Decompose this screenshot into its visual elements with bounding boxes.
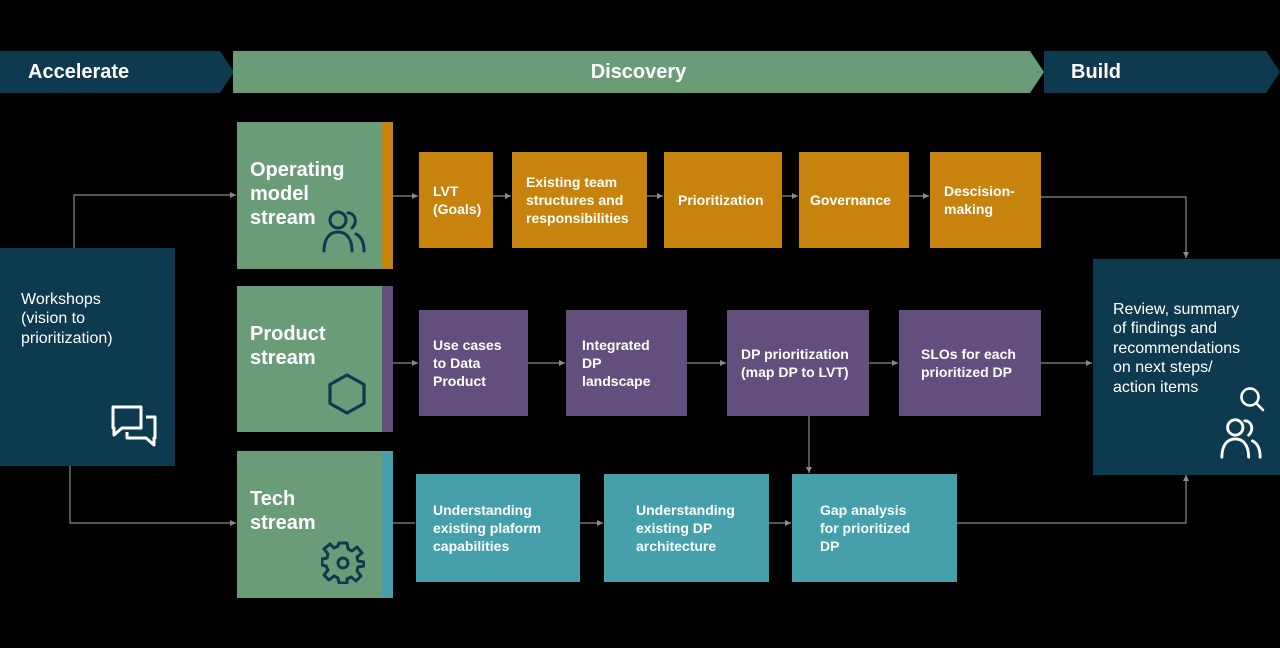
operating-stream-label: Operating model stream [250,159,345,229]
step-label: LVT (Goals) [433,183,482,217]
step-use-cases-to-data-product: Use cases to Data Product [419,310,528,416]
product-stream: Product stream [237,286,393,432]
phase-discovery-label: Discovery [590,60,687,83]
step-label: Existing team structures and responsibil… [526,174,629,226]
workshops-box: Workshops (vision to prioritization) [0,248,175,466]
step-label: Use cases to Data Product [433,337,502,389]
tech-stream-strip [382,451,393,598]
tech-stream: Tech stream [237,451,393,598]
review-box: Review, summary of findings and recommen… [1093,259,1280,475]
search-icon [1240,387,1265,412]
tech-stream-label: Tech stream [250,488,316,534]
step-dp-prioritization: DP prioritization (map DP to LVT) [727,310,869,416]
step-label: Integrated DP landscape [582,337,651,389]
step-label: Gap analysis for prioritized DP [820,502,911,554]
phase-accelerate: Accelerate [0,51,234,93]
step-label: DP prioritization (map DP to LVT) [741,346,849,380]
step-understanding-dp-architecture: Understanding existing DP architecture [604,474,769,582]
step-label: Understanding existing DP architecture [636,502,735,554]
step-lvt-goals: LVT (Goals) [419,152,493,248]
workshops-label: Workshops (vision to prioritization) [21,290,113,347]
step-prioritization: Prioritization [664,152,782,248]
step-label: Prioritization [678,192,764,208]
people-icon [1220,418,1262,459]
step-label: Descision- making [944,183,1015,217]
hexagon-icon [328,373,366,415]
chat-bubbles-icon [111,405,157,447]
step-label: SLOs for each prioritized DP [921,346,1016,380]
step-understanding-platform-capabilities: Understanding existing plaform capabilit… [416,474,580,582]
step-integrated-dp-landscape: Integrated DP landscape [566,310,687,416]
product-stream-label: Product stream [250,323,326,369]
phase-build: Build [1044,51,1280,93]
phase-build-label: Build [1071,60,1121,83]
review-label: Review, summary of findings and recommen… [1113,300,1241,396]
phase-accelerate-label: Accelerate [28,60,130,83]
step-label: Governance [810,192,891,208]
operating-model-stream: Operating model stream [237,122,393,269]
step-gap-analysis: Gap analysis for prioritized DP [792,474,957,582]
step-decision-making: Descision- making [930,152,1041,248]
step-slos-for-each-dp: SLOs for each prioritized DP [899,310,1041,416]
people-icon [322,210,366,253]
gear-icon [321,541,365,584]
step-label: Understanding existing plaform capabilit… [433,502,542,554]
phase-discovery: Discovery [233,51,1044,93]
step-governance: Governance [799,152,909,248]
step-existing-team-structures: Existing team structures and responsibil… [512,152,647,248]
product-stream-strip [382,286,393,432]
operating-stream-strip [382,122,393,269]
